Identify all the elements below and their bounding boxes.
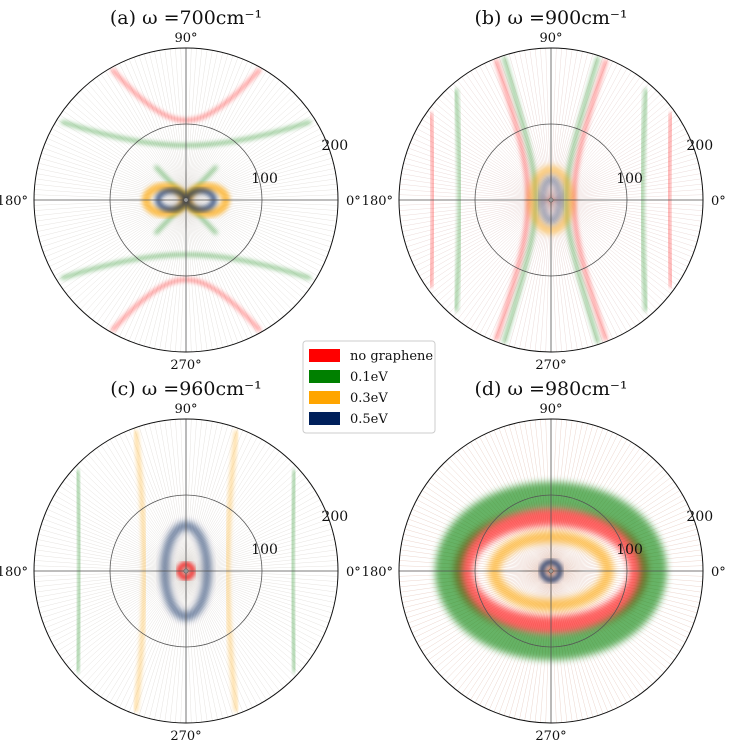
- angle-tick-label: 0°: [711, 565, 726, 580]
- angle-tick-label: 90°: [174, 31, 197, 46]
- legend: no graphene 0.1eV 0.3eV 0.5eV: [302, 340, 436, 434]
- panel-title: (b) ω =900cm⁻¹: [474, 7, 627, 29]
- angle-tick-label: 90°: [539, 402, 562, 417]
- radial-tick-label: 200: [321, 509, 348, 525]
- angle-tick-label: 180°: [0, 194, 28, 209]
- polar-frame: [398, 47, 704, 353]
- panel-title: (d) ω =980cm⁻¹: [474, 378, 627, 400]
- angle-tick-label: 270°: [535, 729, 566, 744]
- angle-tick-label: 180°: [362, 565, 393, 580]
- angle-tick-label: 270°: [170, 358, 201, 373]
- angle-tick-label: 0°: [346, 194, 361, 209]
- radial-tick-label: 200: [321, 138, 348, 154]
- legend-label: 0.1eV: [350, 370, 388, 385]
- angle-tick-label: 180°: [0, 565, 28, 580]
- legend-label: 0.3eV: [350, 391, 388, 406]
- polar-frame: [33, 47, 339, 353]
- radial-tick-label: 100: [251, 171, 278, 187]
- legend-swatch: [309, 370, 340, 383]
- panel-title: (a) ω =700cm⁻¹: [110, 7, 262, 29]
- radial-tick-label: 200: [686, 138, 713, 154]
- angle-tick-label: 0°: [711, 194, 726, 209]
- polar-panel: (c) ω =960cm⁻¹ 90° 270° 0° 180° 100 200: [0, 378, 361, 744]
- legend-swatch: [309, 349, 340, 362]
- radial-tick-label: 100: [251, 542, 278, 558]
- angle-tick-label: 270°: [535, 358, 566, 373]
- polar-frame: [398, 418, 704, 724]
- radial-tick-label: 200: [686, 509, 713, 525]
- legend-box: [302, 340, 436, 434]
- polar-panel: (d) ω =980cm⁻¹ 90° 270° 0° 180° 100 200: [362, 378, 726, 744]
- polar-panel: (a) ω =700cm⁻¹ 90° 270° 0° 180° 100 200: [0, 7, 361, 373]
- panel-title: (c) ω =960cm⁻¹: [110, 378, 262, 400]
- legend-swatch: [309, 391, 340, 404]
- angle-tick-label: 90°: [174, 402, 197, 417]
- angle-tick-label: 270°: [170, 729, 201, 744]
- legend-label: 0.5eV: [350, 412, 388, 427]
- angle-tick-label: 90°: [539, 31, 562, 46]
- radial-tick-label: 100: [616, 171, 643, 187]
- angle-tick-label: 0°: [346, 565, 361, 580]
- polar-panel: (b) ω =900cm⁻¹ 90° 270° 0° 180° 100 200: [362, 7, 726, 373]
- angle-tick-label: 180°: [362, 194, 393, 209]
- legend-label: no graphene: [350, 349, 433, 364]
- polar-frame: [33, 418, 339, 724]
- radial-tick-label: 100: [616, 542, 643, 558]
- legend-swatch: [309, 412, 340, 425]
